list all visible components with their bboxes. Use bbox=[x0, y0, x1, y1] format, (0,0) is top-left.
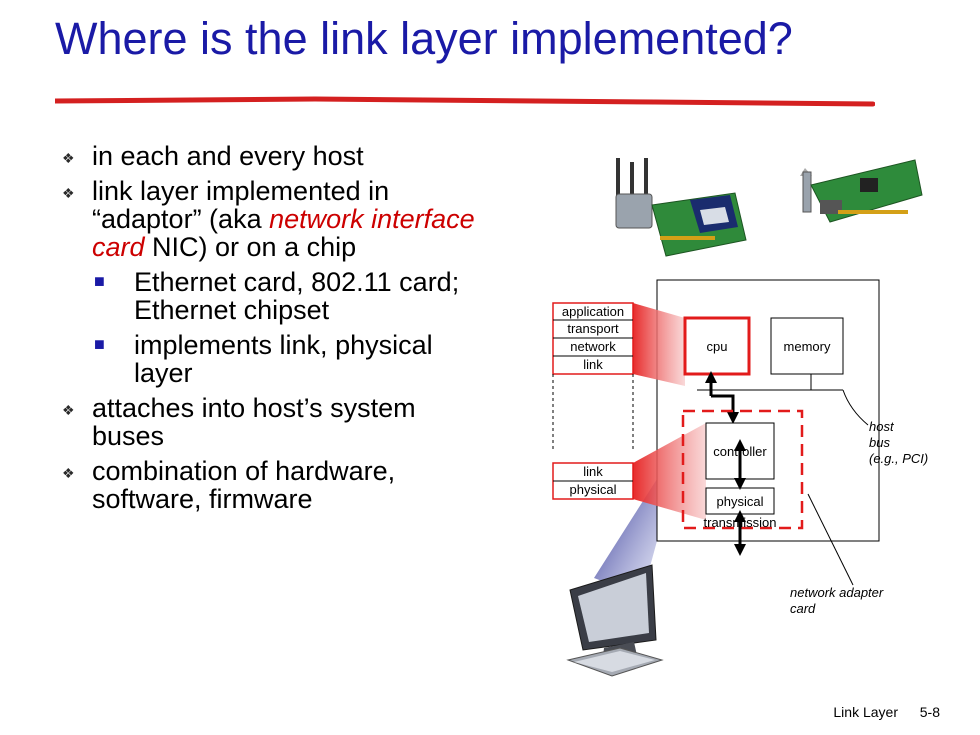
stack-layer-link: link bbox=[583, 357, 603, 372]
adapter-note-1: network adapter bbox=[790, 585, 884, 600]
cpu-box bbox=[683, 316, 751, 376]
bullet-list: ❖ in each and every host ❖ link layer im… bbox=[58, 142, 488, 520]
adapter-note-2: card bbox=[790, 601, 816, 616]
host-bus-note-2: bus bbox=[869, 435, 890, 450]
bullet-item: ❖ attaches into host’s system buses bbox=[58, 394, 488, 450]
host-beam bbox=[594, 479, 657, 596]
stack-layer-application: application bbox=[562, 304, 624, 319]
ethernet-nic-card-icon bbox=[800, 159, 923, 223]
sub-bullet-text: implements link, physical layer bbox=[134, 330, 433, 388]
host-bus-note-1: host bbox=[869, 419, 895, 434]
bullet-text: combination of hardware, software, firmw… bbox=[92, 456, 396, 514]
protocol-stack-top: application transport network link bbox=[552, 302, 634, 452]
bullet-item: ❖ combination of hardware, software, fir… bbox=[58, 457, 488, 513]
bullet-item: ❖ link layer implemented in “adaptor” (a… bbox=[58, 177, 488, 261]
title-strike-line bbox=[55, 96, 875, 107]
host-bus-leader bbox=[842, 389, 869, 426]
stack-layer-transport: transport bbox=[567, 321, 619, 336]
host-bus-note-3: (e.g., PCI) bbox=[869, 451, 928, 466]
stack-layer-link: link bbox=[583, 464, 603, 479]
slide-footer: Link Layer 5-8 bbox=[833, 704, 940, 720]
physical-label: physical bbox=[717, 494, 764, 509]
footer-page-number: 5-8 bbox=[919, 704, 940, 720]
bullet-item: ❖ in each and every host bbox=[58, 142, 488, 170]
sub-bullet-item: ■ implements link, physical layer bbox=[58, 331, 488, 387]
bullet-text: attaches into host’s system buses bbox=[92, 393, 416, 451]
memory-box bbox=[770, 317, 844, 375]
adapter-leader bbox=[807, 493, 854, 586]
bullet-text: NIC) or on a chip bbox=[144, 232, 357, 262]
cpu-label: cpu bbox=[707, 339, 728, 354]
wireless-nic-card-icon bbox=[615, 158, 747, 257]
square-bullet-icon: ■ bbox=[94, 334, 105, 354]
diamond-bullet-icon: ❖ bbox=[62, 150, 75, 166]
footer-section: Link Layer bbox=[833, 704, 898, 720]
stack-layer-physical: physical bbox=[570, 482, 617, 497]
square-bullet-icon: ■ bbox=[94, 271, 105, 291]
memory-label: memory bbox=[784, 339, 831, 354]
stack-beam-bottom bbox=[633, 423, 706, 520]
diamond-bullet-icon: ❖ bbox=[62, 185, 75, 201]
diamond-bullet-icon: ❖ bbox=[62, 465, 75, 481]
bullet-emphasis: network interface card bbox=[92, 204, 475, 262]
protocol-stack-bottom: link physical bbox=[552, 462, 634, 500]
stack-beam-top bbox=[633, 303, 685, 386]
desktop-computer-icon bbox=[566, 564, 664, 677]
bullet-text: link layer implemented in “adaptor” (aka bbox=[92, 176, 390, 234]
slide-title: Where is the link layer implemented? bbox=[55, 13, 793, 64]
sub-bullet-text: Ethernet card, 802.11 card; Ethernet chi… bbox=[134, 267, 460, 325]
physical-box bbox=[705, 487, 775, 515]
diamond-bullet-icon: ❖ bbox=[62, 402, 75, 418]
sub-bullet-item: ■ Ethernet card, 802.11 card; Ethernet c… bbox=[58, 268, 488, 324]
bullet-text: in each and every host bbox=[92, 141, 364, 171]
stack-layer-network: network bbox=[570, 339, 616, 354]
